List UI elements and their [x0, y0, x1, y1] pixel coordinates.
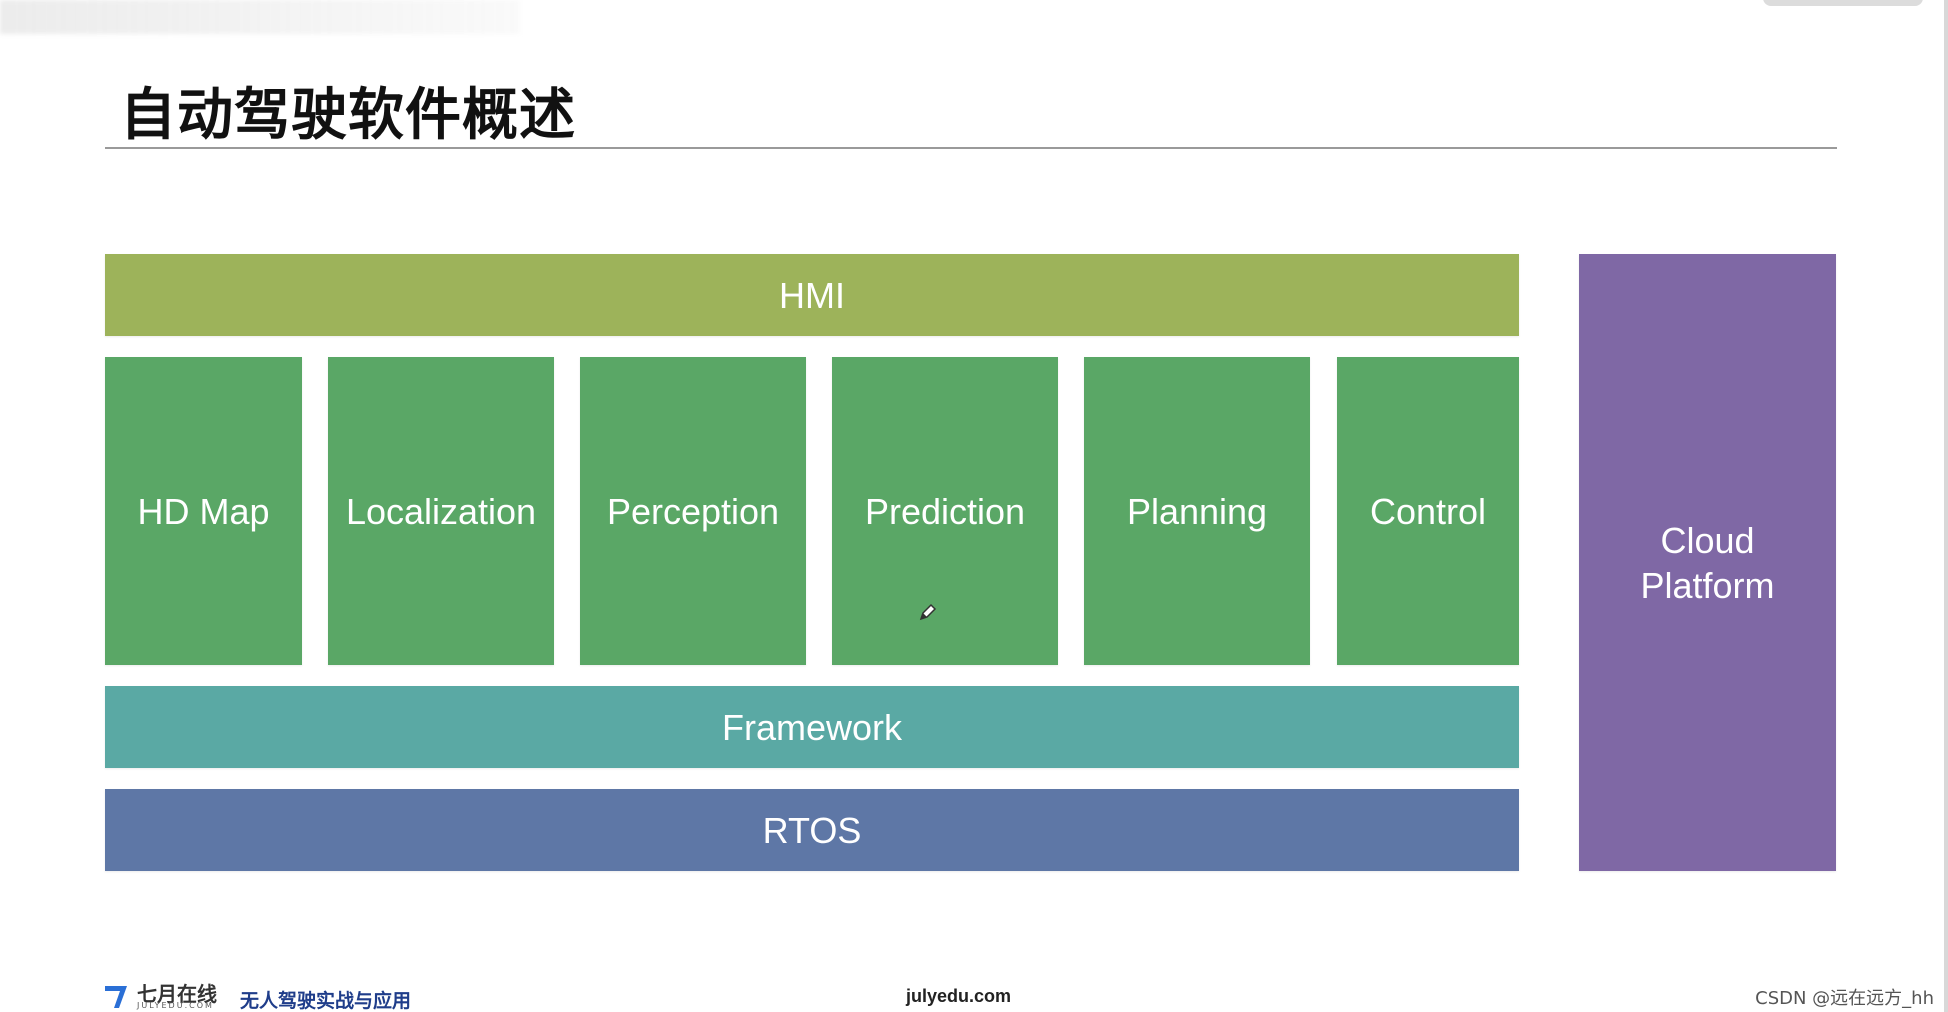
top-right-control[interactable]: [1763, 0, 1923, 6]
julyedu-logo-icon: [103, 982, 131, 1010]
module-prediction: Prediction: [832, 357, 1058, 665]
site-url[interactable]: julyedu.com: [906, 986, 1012, 1006]
logo-subtext: JULYEDU.COM: [137, 1001, 214, 1010]
title-divider: [105, 147, 1837, 149]
window-edge: [1944, 0, 1948, 1012]
top-overlay: [0, 0, 520, 34]
module-perception: Perception: [580, 357, 806, 665]
module-planning: Planning: [1084, 357, 1310, 665]
rtos-block: RTOS: [105, 789, 1519, 871]
pencil-cursor-icon: [918, 602, 938, 622]
course-title: 无人驾驶实战与应用: [240, 990, 412, 1012]
footer-bar: 七月在线 JULYEDU.COM 无人驾驶实战与应用 julyedu.com C…: [0, 970, 1948, 1012]
csdn-watermark: CSDN @远在远方_hh: [1755, 988, 1934, 1009]
cloud-platform-block: Cloud Platform: [1579, 254, 1836, 871]
hmi-block: HMI: [105, 254, 1519, 336]
slide-title: 自动驾驶软件概述: [120, 83, 576, 148]
logo-text: 七月在线: [137, 982, 217, 1006]
module-hd-map: HD Map: [105, 357, 302, 665]
module-control: Control: [1337, 357, 1519, 665]
framework-block: Framework: [105, 686, 1519, 768]
module-localization: Localization: [328, 357, 554, 665]
